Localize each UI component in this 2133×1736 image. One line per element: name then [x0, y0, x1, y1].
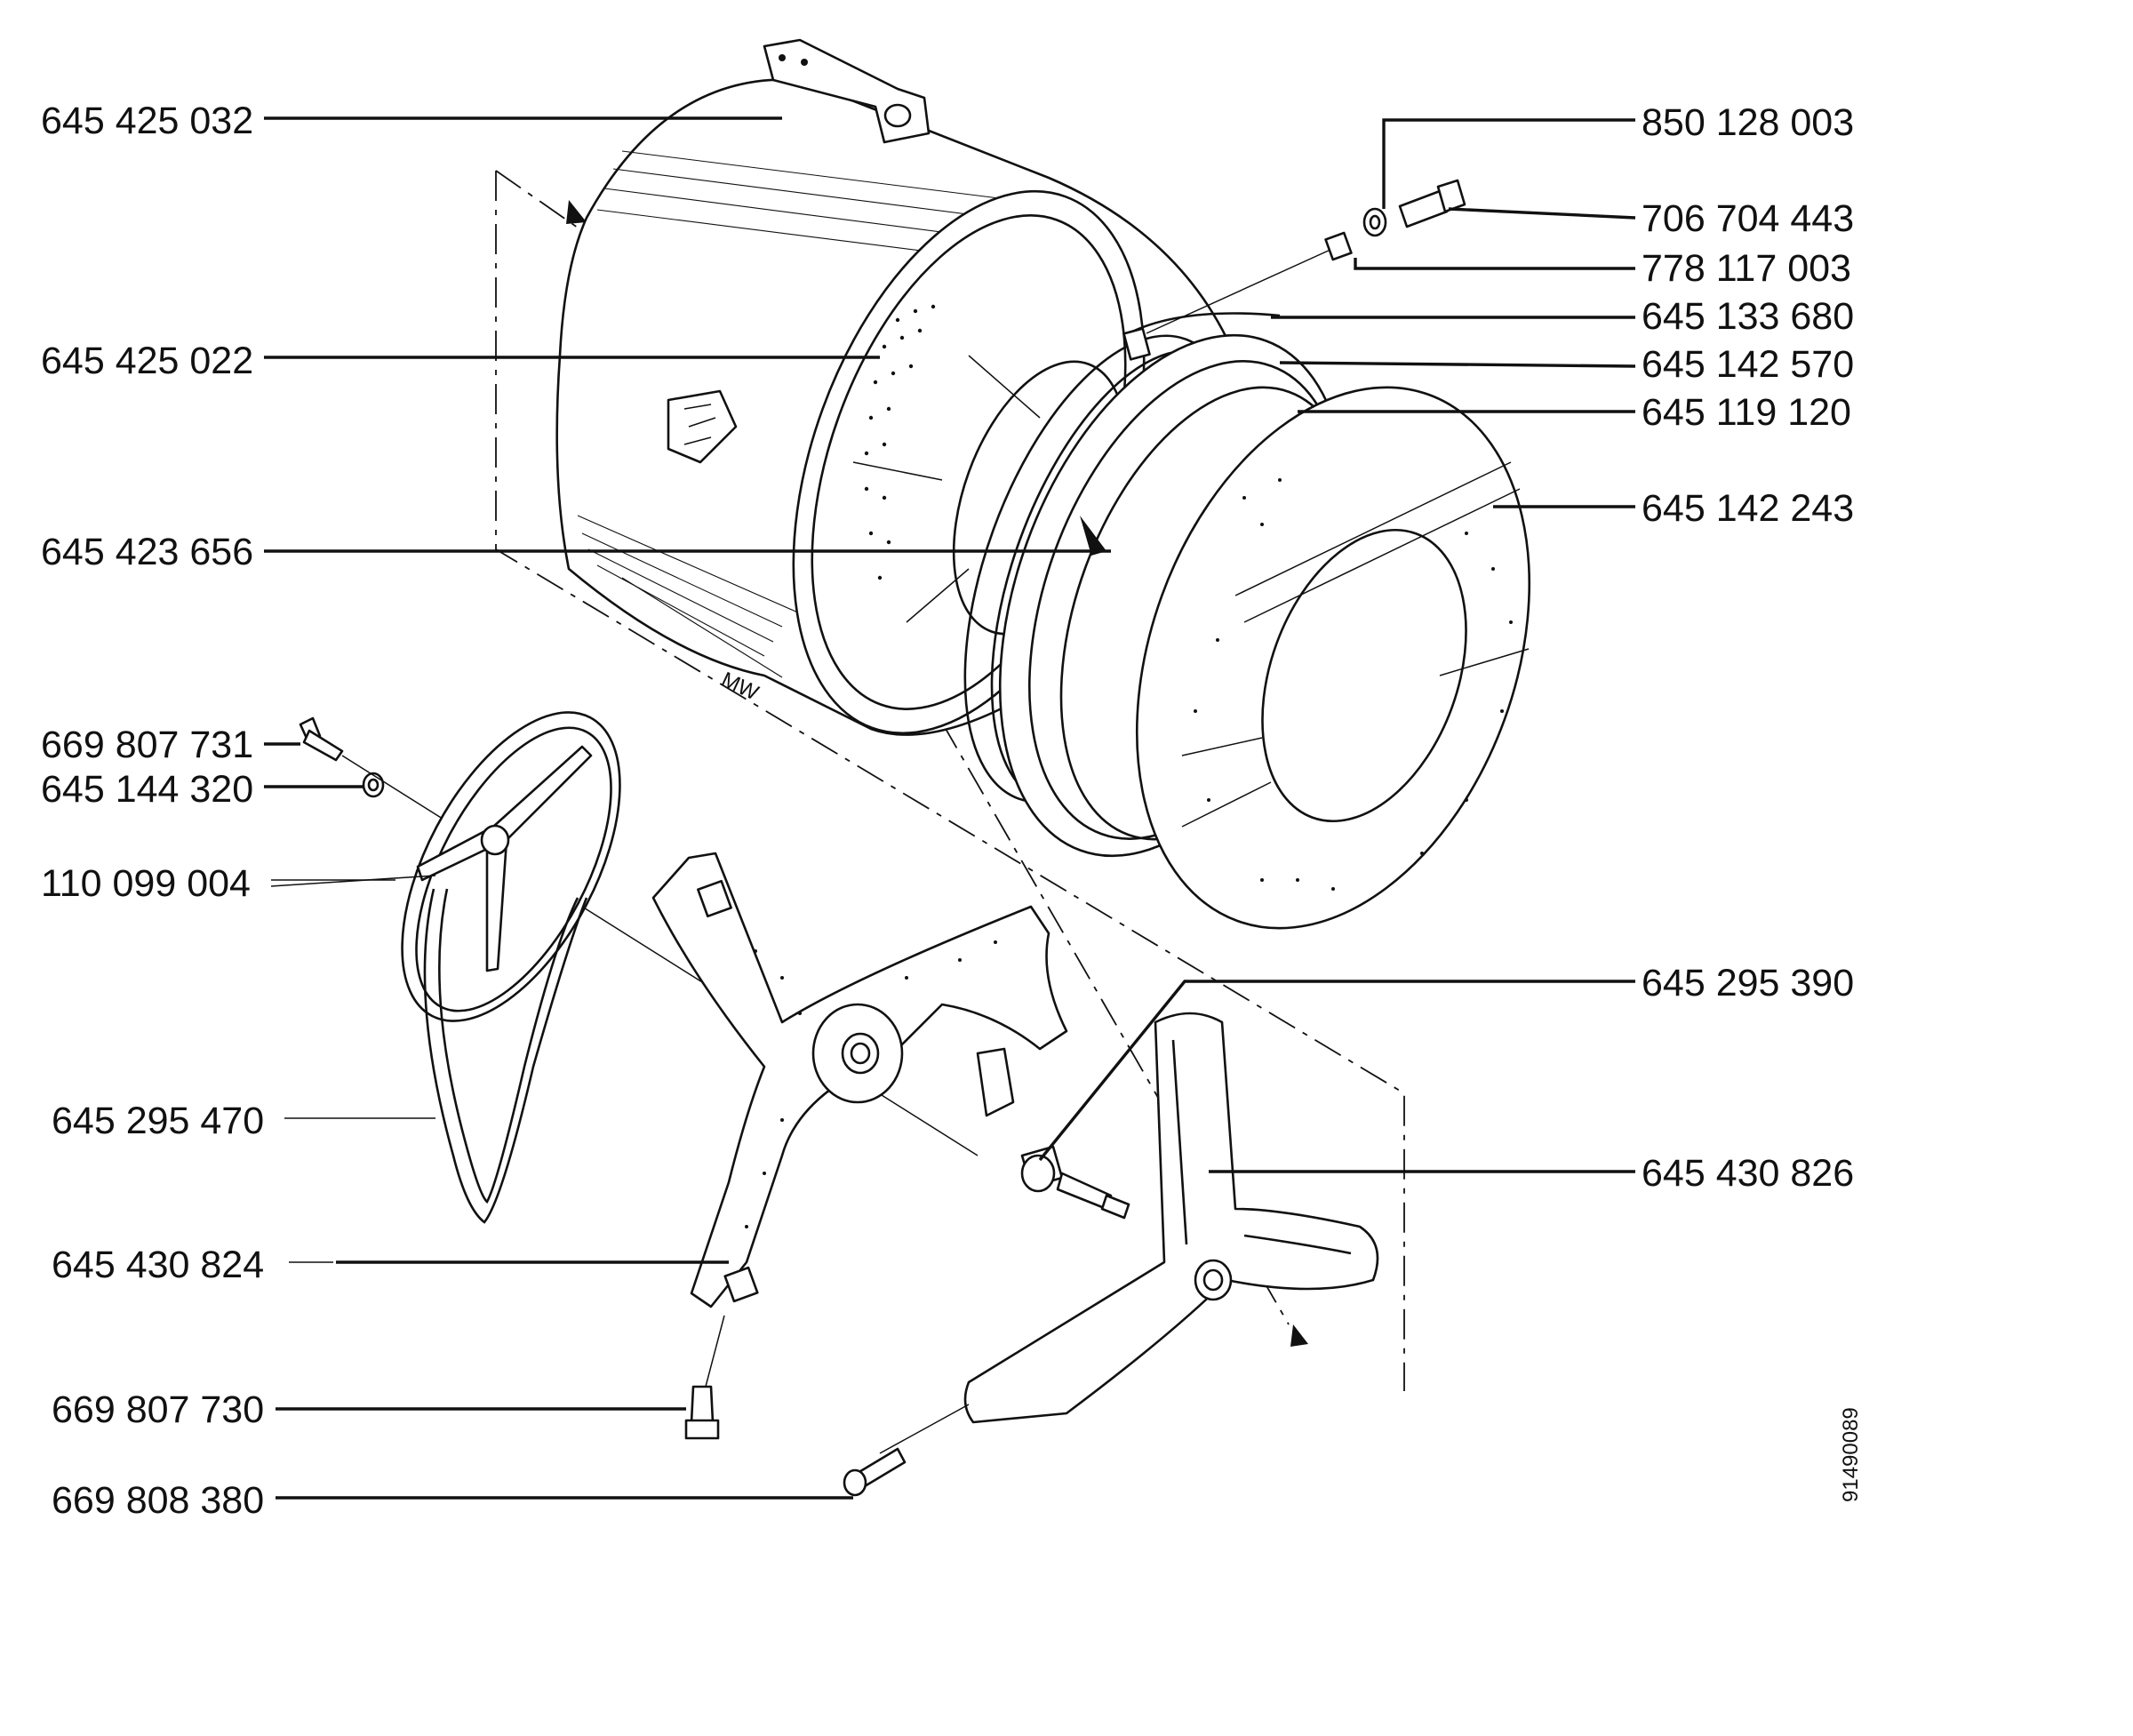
drawing-number: 91490089 [1839, 1407, 1863, 1502]
part-label-645430824: 645 430 824 [52, 1244, 264, 1286]
pulley-assembly [299, 711, 979, 1156]
leader-lines [264, 116, 1636, 1500]
part-label-645133680: 645 133 680 [1642, 295, 1854, 338]
part-label-706704443: 706 704 443 [1642, 197, 1854, 240]
part-label-645425032: 645 425 032 [41, 100, 253, 142]
part-label-110099004: 110 099 004 [41, 862, 251, 905]
drive-belt [423, 888, 588, 1224]
part-label-645119120: 645 119 120 [1642, 391, 1851, 434]
screw-669807730 [684, 1385, 720, 1440]
part-label-778117003: 778 117 003 [1642, 247, 1851, 290]
part-label-669807731: 669 807 731 [41, 724, 253, 766]
rear-spider [651, 852, 1068, 1401]
part-label-645423656: 645 423 656 [41, 531, 253, 573]
part-label-645142243: 645 142 243 [1642, 487, 1854, 530]
part-label-645295390: 645 295 390 [1642, 962, 1854, 1004]
clamp-hardware [1122, 179, 1466, 361]
part-labels: 645 425 032 645 425 022 645 423 656 669 … [41, 100, 1863, 1522]
part-label-669807730: 669 807 730 [52, 1388, 264, 1431]
part-label-669808380: 669 808 380 [52, 1479, 264, 1522]
part-label-645142570: 645 142 570 [1642, 343, 1854, 386]
bearing-bush [1020, 1145, 1130, 1220]
front-counterweight [1135, 386, 1531, 930]
part-label-645144320: 645 144 320 [41, 768, 253, 811]
screw-669808380 [843, 1447, 907, 1497]
part-label-645425022: 645 425 022 [41, 340, 253, 382]
part-label-850128003: 850 128 003 [1642, 101, 1854, 144]
part-label-645295470: 645 295 470 [52, 1100, 264, 1142]
part-label-645430826: 645 430 826 [1642, 1152, 1854, 1195]
front-spider [879, 1012, 1379, 1454]
